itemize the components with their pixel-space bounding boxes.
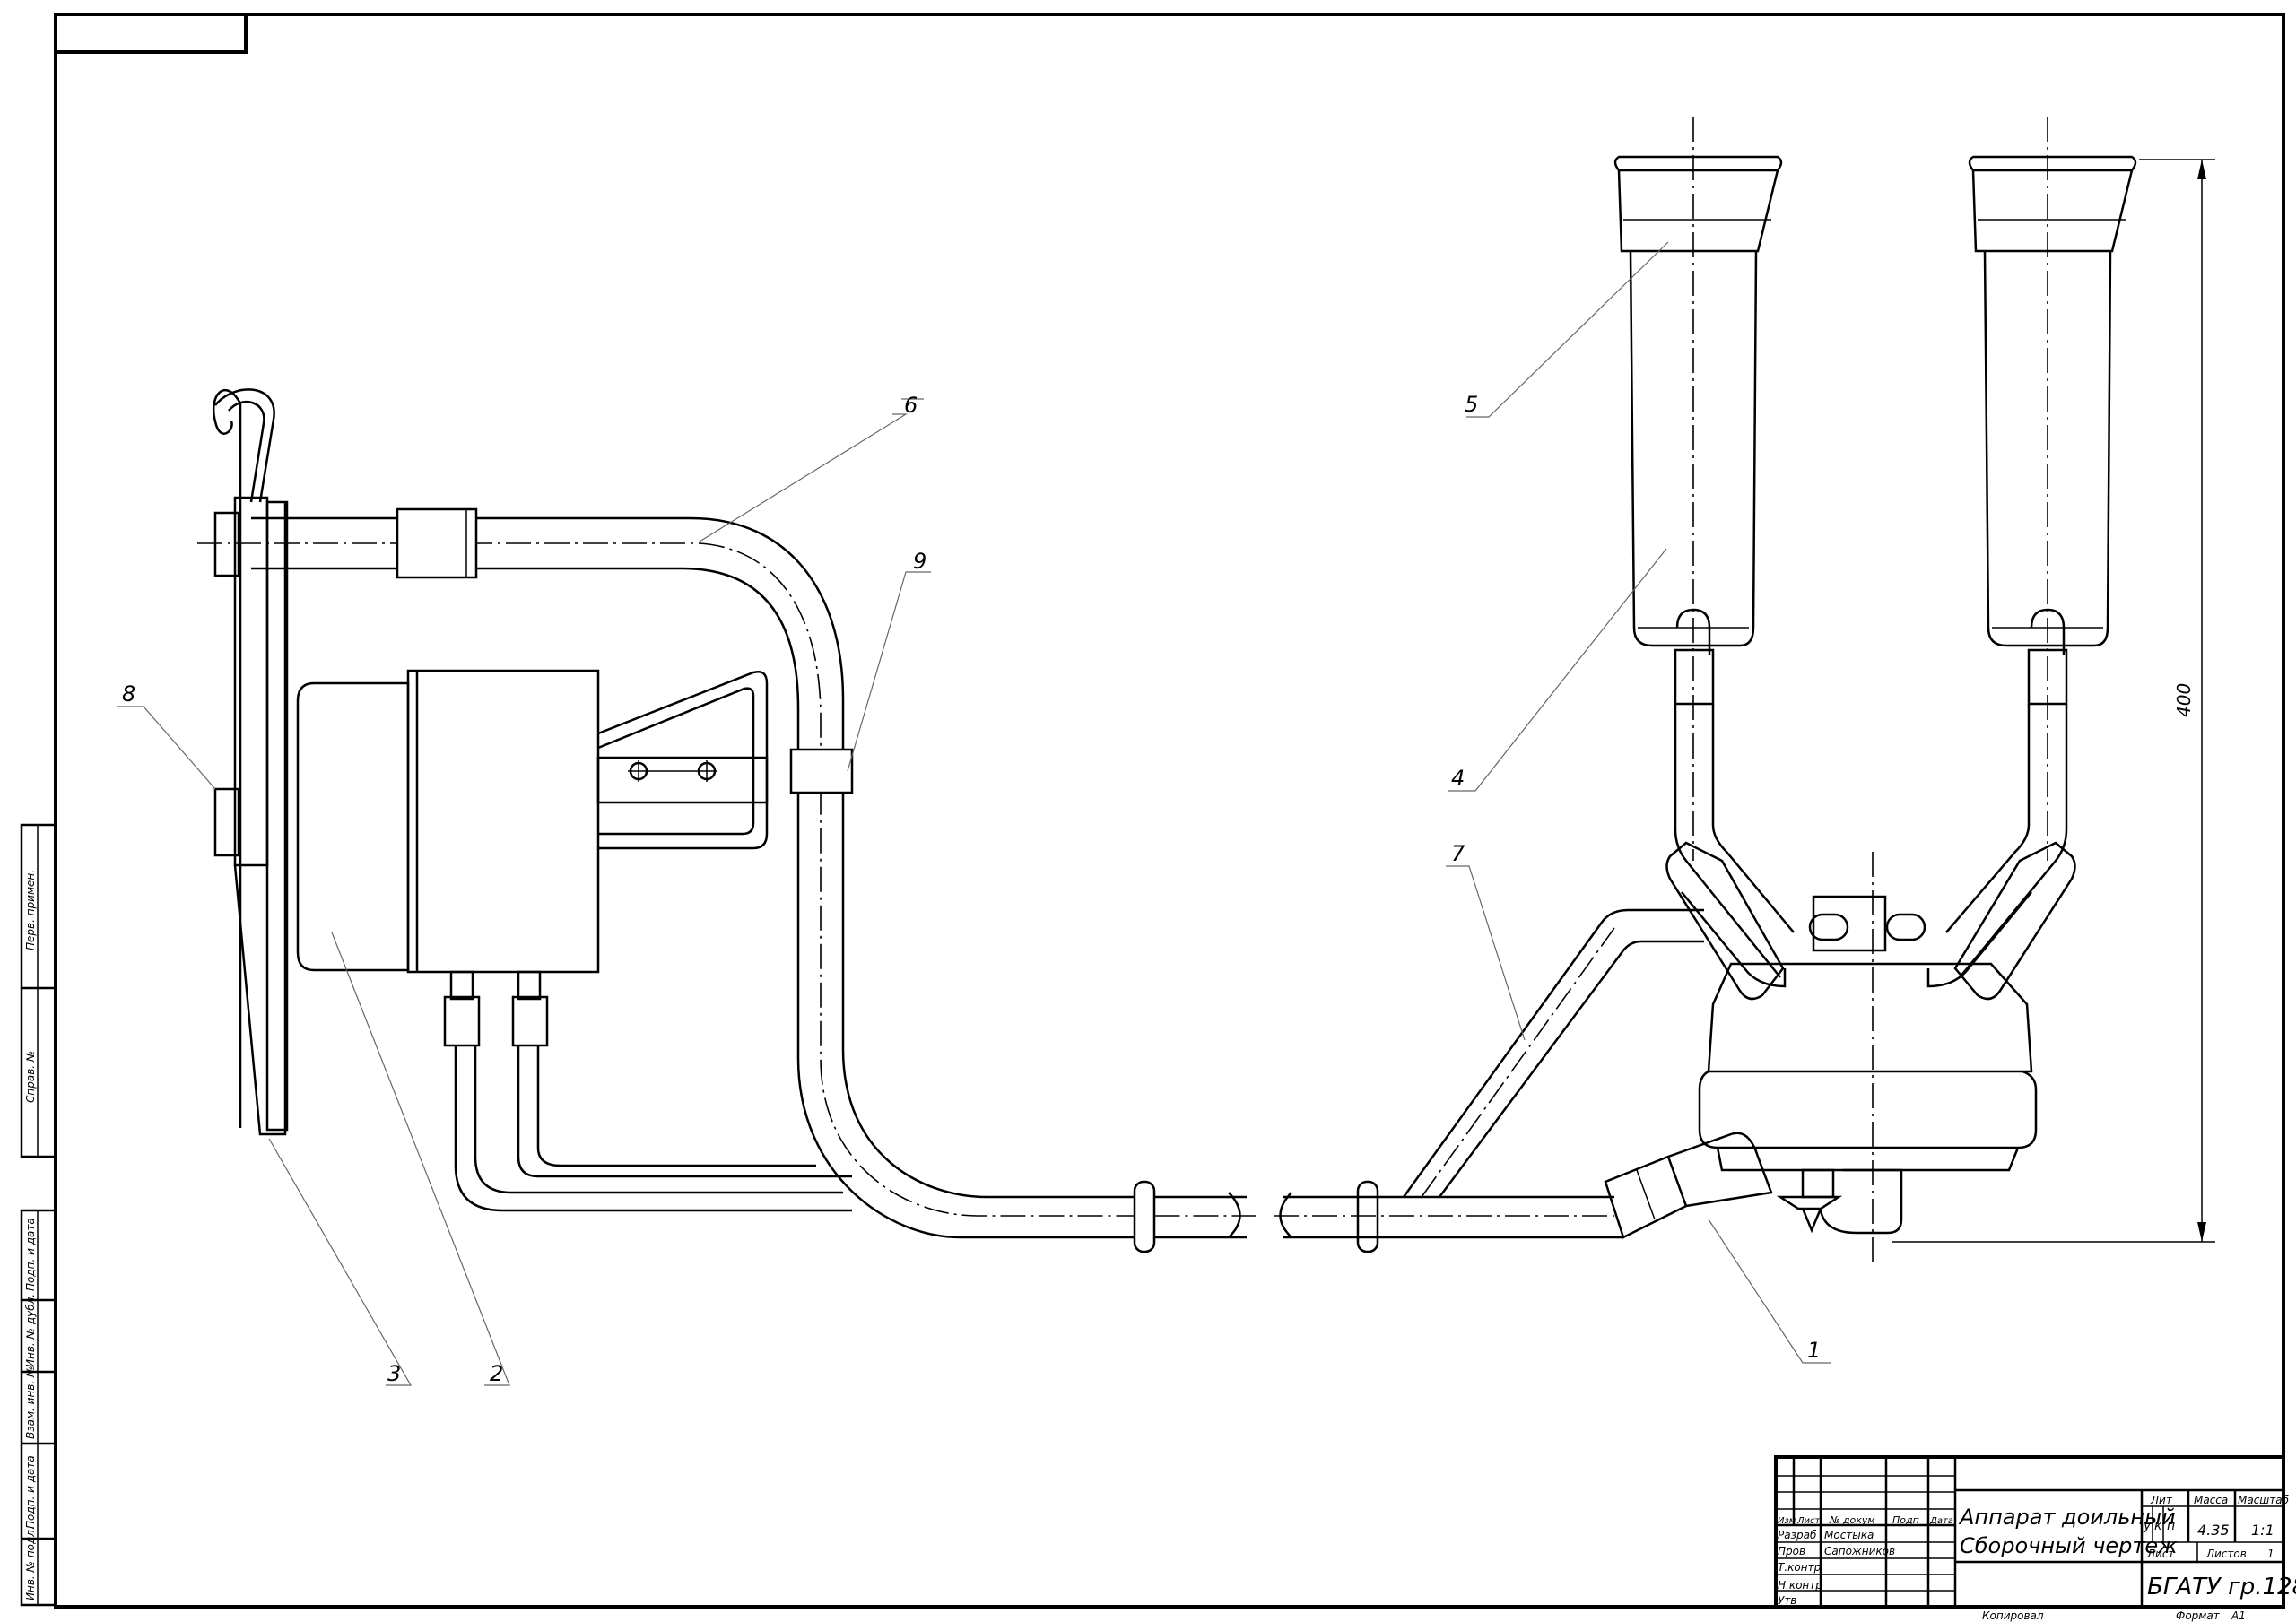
bracket-part-3 [213, 388, 289, 1136]
scale-label: Масштаб [2238, 1494, 2290, 1506]
mass-value: 4.35 [2197, 1522, 2230, 1539]
milk-tube-part-7 [1402, 908, 1704, 1198]
sheet-label: Лист [2146, 1548, 2175, 1560]
side-stamp-label: Перв. примен. [24, 870, 37, 950]
name-label: Сапожников [1824, 1545, 1895, 1557]
teat-cup-right [1945, 117, 2137, 1001]
sheets-label: Листов [2205, 1548, 2247, 1560]
lit-value: у [2143, 1519, 2152, 1533]
title-block: Изм Лист № докум Подп Дата Разраб Пров Т… [1774, 1455, 2296, 1622]
side-stamp-label: Взам. инв. № [24, 1366, 37, 1439]
col-header: Изм [1778, 1516, 1796, 1526]
callout-3: 3 [387, 1361, 401, 1386]
callout-2: 2 [490, 1361, 503, 1386]
organization: БГАТУ гр.128м [2147, 1574, 2296, 1600]
copied-label: Копировал [1982, 1609, 2044, 1622]
callout-8: 8 [122, 681, 135, 707]
callout-1: 1 [1807, 1338, 1821, 1363]
role-label: Утв [1778, 1594, 1796, 1607]
vacuum-tube-part-6 [197, 507, 1623, 1253]
format-label: Формат [2176, 1609, 2221, 1622]
role-label: Н.контр [1778, 1579, 1822, 1592]
sheet-frame [54, 13, 2285, 1609]
side-stamp-label: Справ. № [24, 1051, 37, 1103]
side-stamp-label: Подп. и дата [24, 1455, 37, 1529]
lit-label: Лит [2150, 1494, 2173, 1506]
callouts: 6 9 8 5 4 7 1 3 2 [117, 241, 1831, 1386]
drawing-subtitle: Сборочный чертеж [1960, 1533, 2178, 1558]
lit-value: п [2167, 1519, 2175, 1533]
side-stamp-label: Инв. № подл. [24, 1526, 37, 1600]
col-header: Дата [1929, 1516, 1953, 1526]
scale-value: 1:1 [2251, 1522, 2274, 1539]
mass-label: Масса [2194, 1494, 2228, 1506]
role-label: Т.контр [1778, 1561, 1822, 1574]
format-value: A1 [2231, 1609, 2246, 1622]
role-label: Разраб [1778, 1529, 1817, 1541]
collector-part-1 [1604, 852, 2038, 1264]
dimension-400: 400 [1892, 159, 2215, 1243]
col-header: Подп [1892, 1514, 1919, 1526]
drawing-title: Аппарат доильный [1958, 1505, 2176, 1530]
callout-6: 6 [904, 393, 918, 418]
role-label: Пров [1778, 1545, 1805, 1557]
teat-cup-left [1613, 117, 1795, 1001]
sheets-value: 1 [2267, 1548, 2274, 1560]
side-stamp-label: Инв. № дубл. [24, 1294, 37, 1367]
pulsator-part-2 [296, 669, 769, 1047]
col-header: № докум [1829, 1514, 1875, 1526]
callout-9: 9 [913, 549, 926, 574]
side-stamp-label: Подп. и дата [24, 1218, 37, 1291]
dimension-value: 400 [2173, 683, 2195, 717]
lit-value: к [2154, 1519, 2162, 1533]
callout-4: 4 [1451, 766, 1465, 791]
side-stamp: Перв. примен. Справ. № Подп. и дата Инв.… [20, 823, 57, 1607]
col-header: Лист [1796, 1516, 1822, 1526]
name-label: Мостыка [1824, 1529, 1874, 1541]
callout-7: 7 [1451, 841, 1465, 866]
callout-5: 5 [1465, 392, 1478, 417]
